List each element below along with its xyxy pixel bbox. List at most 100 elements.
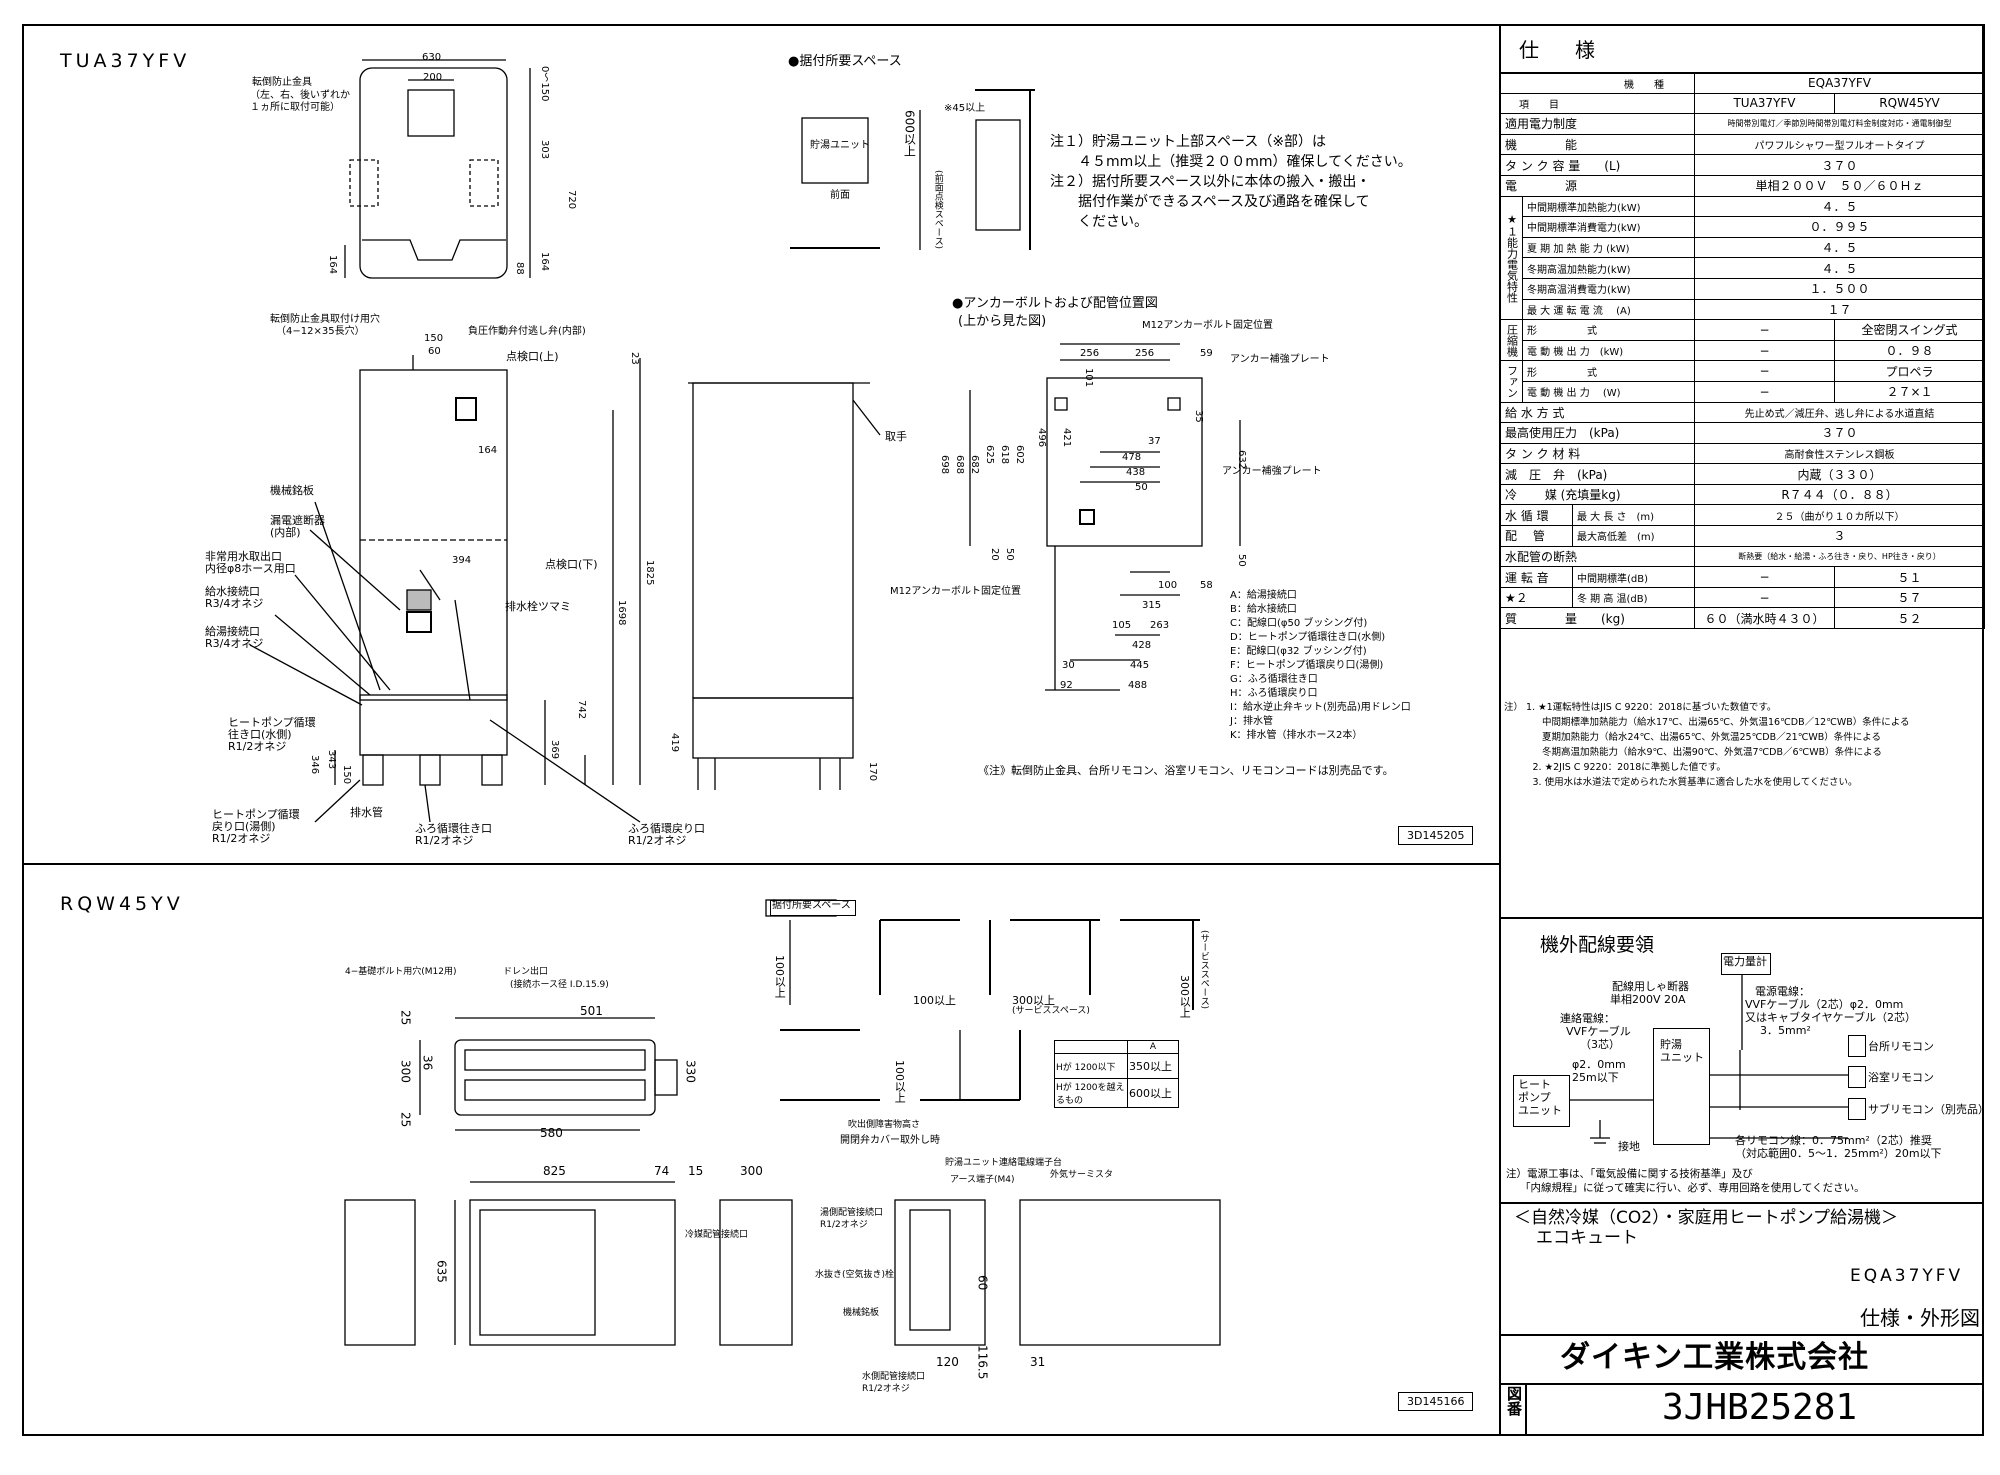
tank-label: （4−12×35長穴） — [276, 326, 365, 337]
anchor-legend: G：ふろ循環往き口 — [1230, 674, 1318, 685]
title-model: EQA37YFV — [1850, 1266, 1964, 1286]
tank-label: 往き口(水側) — [228, 728, 292, 741]
wiring-label: （3芯） — [1580, 1038, 1620, 1051]
wiring-label: 3．5mm² — [1760, 1024, 1811, 1037]
install-space-label: 600以上 — [902, 110, 917, 157]
tank-label: R1/2オネジ — [212, 832, 271, 845]
wiring-label: 電力量計 — [1723, 955, 1767, 968]
anchor-dim: 100 — [1158, 580, 1178, 591]
tank-dim: 720 — [566, 190, 577, 210]
anchor-subtitle: (上から見た図) — [958, 314, 1047, 329]
tank-dim: 346 — [309, 755, 320, 775]
remote-bath-box — [1848, 1066, 1866, 1088]
hp-dim: 116.5 — [975, 1345, 990, 1380]
hp-dim: 60 — [975, 1275, 990, 1291]
wiring-label: 配線用しゃ断器 — [1612, 980, 1689, 993]
install-note: ください。 — [1050, 214, 1148, 230]
anchor-label: M12アンカーボルト固定位置 — [1142, 320, 1273, 331]
anchor-dim: 58 — [1200, 580, 1213, 591]
hp-label: R1/2オネジ — [862, 1384, 910, 1394]
title-divider — [1500, 1383, 1984, 1385]
hp-label: 冷媒配管接続口 — [685, 1230, 749, 1240]
spec-fan-hp: プロペラ — [1833, 360, 1986, 382]
anchor-dim: 92 — [1060, 680, 1073, 691]
heat-pump-box — [1513, 1075, 1570, 1127]
wiring-note: 「内線規程」に従って確実に行い、必ず、専用回路を使用してください。 — [1520, 1182, 1865, 1194]
tank-label: R3/4オネジ — [205, 637, 264, 650]
spec-pipe-label: 配 管 — [1500, 525, 1573, 547]
wiring-label: サブリモコン（別売品） — [1868, 1103, 1989, 1116]
anchor-dim: 445 — [1130, 660, 1150, 671]
h-table-cell: Hが 1200以下 — [1054, 1053, 1128, 1079]
tank-dim: 200 — [423, 72, 443, 83]
install-space-label: (前面点検スペース) — [932, 170, 943, 250]
wiring-label: 貯湯 — [1660, 1038, 1682, 1051]
tank-label: ふろ循環往き口 — [415, 822, 492, 835]
wiring-label: 各リモコン線：0．75mm²（2芯）推奨 — [1735, 1134, 1932, 1147]
spec-perf-value: ４．５ — [1693, 257, 1986, 279]
spec-row-label: 適用電力制度 — [1500, 113, 1695, 135]
wiring-label: 台所リモコン — [1868, 1040, 1934, 1053]
spec-perf-value: １７ — [1693, 298, 1986, 321]
wiring-label: 25m以下 — [1572, 1071, 1619, 1084]
hp-dim: 15 — [688, 1164, 704, 1178]
spec-note: 冬期高温加熱能力（給水9℃、出湯90℃、外気温7℃DB／6℃WB）条件による — [1504, 747, 1882, 758]
spec-fan-hp: ２７×１ — [1833, 380, 1986, 403]
wiring-label: ヒート — [1518, 1078, 1551, 1091]
spec-noise-label: 冬 期 高 温(dB) — [1572, 586, 1695, 609]
spec-comp-tank: − — [1694, 319, 1835, 341]
anchor-dim: 50 — [1135, 482, 1148, 493]
tank-dim: 0〜150 — [539, 66, 550, 102]
spec-item-label: 項 目 — [1500, 92, 1695, 115]
anchor-dim: 263 — [1150, 620, 1170, 631]
wiring-note: 注）電源工事は、「電気設備に関する技術基準」及び — [1506, 1168, 1753, 1180]
spec-mass-tank: ６０（満水時４３０） — [1694, 607, 1835, 630]
spec-row-label: 給 水 方 式 — [1500, 401, 1695, 424]
spec-perf-value: １．５００ — [1693, 277, 1986, 300]
anchor-dim: 478 — [1122, 452, 1142, 463]
tank-dim: 164 — [478, 445, 498, 456]
hp-label: 貯湯ユニット連絡電線端子台 — [945, 1158, 1063, 1168]
hp-space-label: 300以上 — [1178, 975, 1192, 1018]
spec-row-value: パワフルシャワー型フルオートタイプ — [1693, 133, 1986, 156]
spec-row-label: 減 圧 弁 (kPa) — [1500, 463, 1695, 485]
tank-label: 戻り口(湯側) — [212, 820, 276, 833]
install-note: ４５mm以上（推奨２００mm）確保してください。 — [1050, 154, 1412, 170]
hp-dim: 74 — [654, 1164, 670, 1178]
tank-label: R1/2オネジ — [415, 834, 474, 847]
install-space-label: 貯湯ユニット — [810, 140, 870, 151]
anchor-legend: B：給水接続口 — [1230, 604, 1297, 615]
hp-space-label: 100以上 — [913, 994, 956, 1007]
tank-label: ヒートポンプ循環 — [212, 808, 300, 821]
spec-perf-label: 中間期標準消費電力(kW) — [1522, 216, 1695, 238]
wiring-label: ユニット — [1660, 1051, 1704, 1064]
tank-label: R1/2オネジ — [228, 740, 287, 753]
anchor-dim: 682 — [969, 455, 980, 475]
hp-space-label: 開閉弁カバー取外し時 — [840, 1135, 940, 1146]
wiring-label: 接地 — [1618, 1140, 1640, 1153]
drawing-number: 3JHB25281 — [1662, 1387, 1858, 1428]
hp-dim: 25 — [398, 1112, 413, 1128]
tank-dim: 630 — [422, 52, 442, 63]
anchor-dim: 688 — [954, 455, 965, 475]
spec-noise-tank: − — [1694, 586, 1835, 609]
spec-perf-label: 中間期標準加熱能力(kW) — [1522, 195, 1695, 218]
h-table-cell: 350以上 — [1127, 1053, 1179, 1079]
wiring-label: 又はキャブタイヤケーブル（2芯） — [1745, 1011, 1917, 1024]
spec-row-value: 単相２００Ｖ ５０／６０Ｈｚ — [1693, 174, 1986, 197]
remote-sub-box — [1848, 1098, 1866, 1120]
hp-unit-title: RQW45YV — [60, 893, 184, 915]
hp-space-label: (サービススペース) — [1198, 930, 1209, 1010]
h-table-cell: 600以上 — [1127, 1078, 1179, 1108]
hp-drawing-number: 3D145166 — [1398, 1392, 1474, 1411]
tank-label: 転倒防止金具取付け用穴 — [270, 314, 380, 325]
hp-dim: 31 — [1030, 1355, 1046, 1369]
anchor-legend: D：ヒートポンプ循環往き口(水側) — [1230, 632, 1386, 643]
tank-dim: 369 — [549, 740, 560, 760]
drawing-number-label: 図番 — [1505, 1386, 1523, 1416]
wiring-title: 機外配線要領 — [1540, 934, 1655, 956]
tank-dim: 164 — [327, 255, 338, 275]
tank-label: 給水接続口 — [205, 585, 260, 598]
tank-label: R3/4オネジ — [205, 597, 264, 610]
anchor-legend: C：配線口(φ50 ブッシング付) — [1230, 618, 1368, 629]
